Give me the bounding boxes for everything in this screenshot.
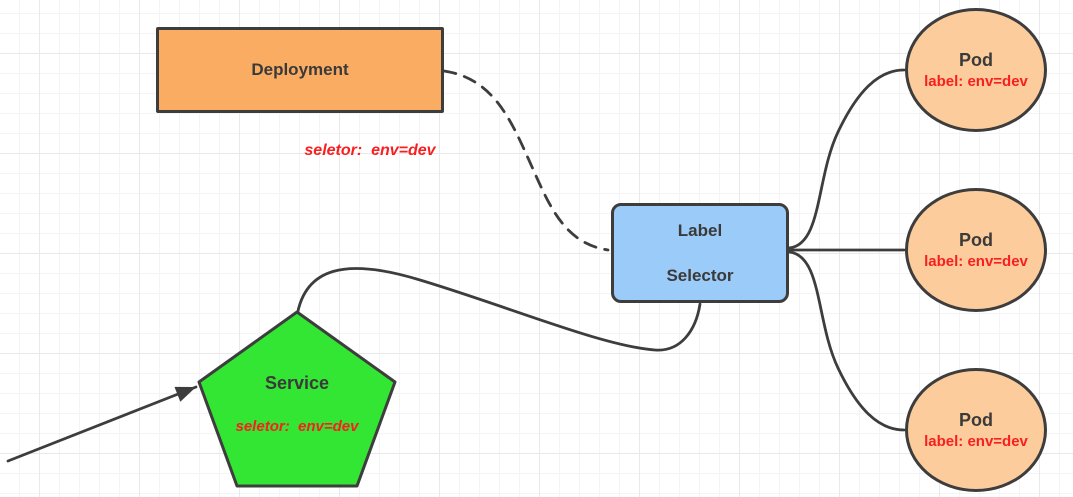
label-selector-line1: Label: [677, 221, 723, 240]
node-pod-2[interactable]: Pod label: env=dev: [905, 188, 1047, 312]
edge-service-to-selector[interactable]: [295, 267, 702, 352]
service-selector-annotation: seletor: env=dev: [235, 418, 359, 435]
node-service[interactable]: Service seletor: env=dev: [196, 306, 398, 492]
edge-selector-to-pod-3[interactable]: [787, 250, 906, 432]
edge-selector-to-pod-1[interactable]: [787, 68, 906, 250]
pod-env-label: label: env=dev: [924, 253, 1028, 270]
pod-label: Pod: [959, 410, 993, 430]
deployment-label: Deployment: [251, 60, 349, 79]
deployment-selector-annotation: seletor: env=dev: [304, 142, 436, 159]
node-deployment[interactable]: Deployment: [156, 27, 444, 113]
node-label-selector[interactable]: Label Selector: [611, 203, 789, 303]
pod-label: Pod: [959, 50, 993, 70]
service-pentagon-shape: [197, 310, 397, 488]
edge-deployment-to-selector[interactable]: [442, 69, 610, 252]
node-pod-1[interactable]: Pod label: env=dev: [905, 8, 1047, 132]
pod-label: Pod: [959, 230, 993, 250]
edge-arrow-to-service[interactable]: [6, 385, 198, 463]
pod-env-label: label: env=dev: [924, 73, 1028, 90]
service-label: Service: [264, 373, 330, 393]
label-selector-line2: Selector: [666, 266, 734, 285]
pod-env-label: label: env=dev: [924, 433, 1028, 450]
node-pod-3[interactable]: Pod label: env=dev: [905, 368, 1047, 492]
